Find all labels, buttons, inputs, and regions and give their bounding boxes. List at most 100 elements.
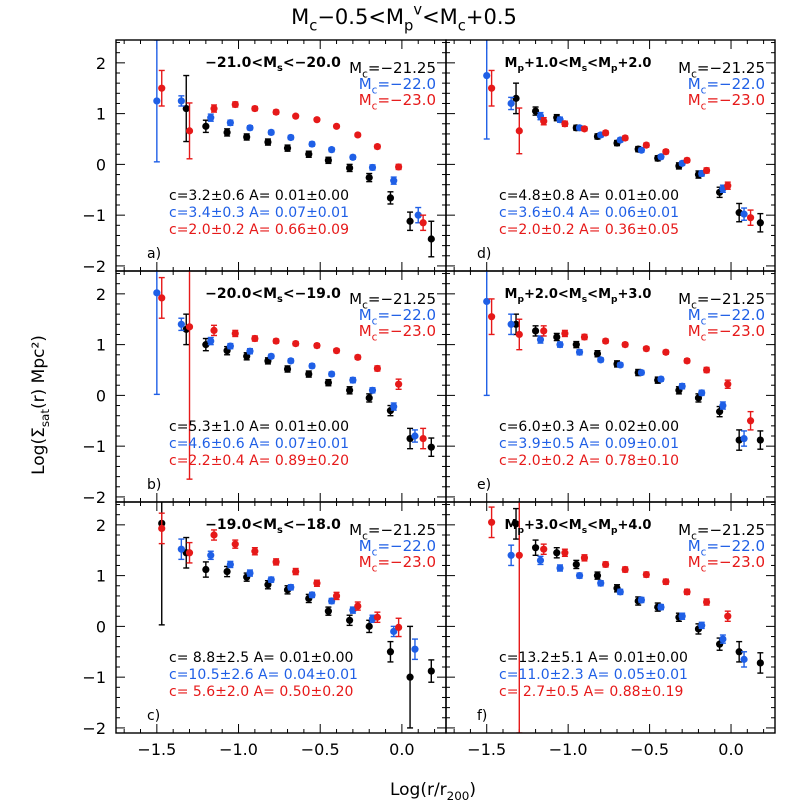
data-point <box>305 150 313 158</box>
fit-annotation: c=2.0±0.2 A= 0.66±0.09 <box>169 222 349 238</box>
fit-annotation: c=13.2±5.1 A= 0.01±0.00 <box>499 650 688 666</box>
data-point <box>746 417 755 425</box>
data-point <box>621 134 629 142</box>
fit-annotation: c=5.3±1.0 A= 0.01±0.00 <box>169 419 349 435</box>
legend-entry: Mc=−21.25 <box>678 521 765 543</box>
data-point <box>395 163 403 171</box>
legend-entry: Mc=−23.0 <box>688 322 765 344</box>
data-point <box>324 379 332 387</box>
data-point <box>313 116 321 124</box>
data-point <box>740 434 748 443</box>
panel-title: −20.0<Ms<−19.0 <box>205 286 341 305</box>
data-point <box>515 330 523 339</box>
data-point <box>572 560 580 569</box>
data-point <box>488 84 496 92</box>
data-point <box>328 370 336 378</box>
x-tick-label: −0.5 <box>630 740 669 759</box>
data-point <box>662 148 670 156</box>
data-point <box>540 117 548 125</box>
data-point <box>368 163 377 172</box>
fit-annotation: c=3.6±0.4 A= 0.06±0.01 <box>499 205 679 221</box>
data-point <box>287 357 295 365</box>
panel-letter: b) <box>147 477 161 493</box>
data-point <box>354 602 362 610</box>
y-tick-label: 1 <box>96 105 106 124</box>
data-point <box>575 348 584 356</box>
panel-letter: c) <box>147 708 160 724</box>
data-point <box>580 333 589 341</box>
data-point <box>346 616 354 624</box>
fit-annotation: c=3.4±0.3 A= 0.07±0.01 <box>169 205 349 221</box>
data-point <box>182 104 190 113</box>
data-point <box>406 673 414 681</box>
x-tick-label: 0.0 <box>718 740 743 759</box>
data-point <box>246 347 254 355</box>
data-point <box>267 128 275 136</box>
y-tick-label: −1 <box>82 206 106 225</box>
data-point <box>683 588 691 596</box>
panel-letter: e) <box>477 477 491 493</box>
data-point <box>185 127 194 135</box>
data-point <box>662 578 670 586</box>
data-point <box>267 352 275 360</box>
data-point <box>223 567 231 576</box>
data-point <box>593 350 602 358</box>
fit-annotation: c=3.9±0.5 A= 0.09±0.01 <box>499 436 679 452</box>
legend-entry: Mc=−21.25 <box>678 59 765 81</box>
data-point <box>185 549 194 557</box>
panel-title: Mp+3.0<Ms<Mp+4.0 <box>505 518 652 536</box>
data-point <box>308 591 316 599</box>
data-point <box>702 166 711 175</box>
data-point <box>657 153 665 161</box>
data-point <box>507 551 515 559</box>
data-point <box>153 289 161 297</box>
data-point <box>354 131 362 139</box>
data-point <box>272 558 280 566</box>
data-point <box>724 182 732 190</box>
x-tick-label: −1.5 <box>467 740 506 759</box>
x-tick-label: 0.0 <box>389 740 414 759</box>
data-point <box>556 116 564 124</box>
data-point <box>411 645 419 653</box>
data-point <box>231 540 239 548</box>
data-point <box>207 551 215 559</box>
data-point <box>324 607 332 615</box>
data-point <box>272 337 280 345</box>
data-point <box>597 356 605 364</box>
data-point <box>158 84 166 92</box>
data-point <box>561 329 569 338</box>
data-point <box>368 386 377 394</box>
data-point <box>488 313 496 321</box>
panel-title: Mp+2.0<Ms<Mp+3.0 <box>505 287 652 305</box>
data-point <box>292 340 300 348</box>
panel-title: Mp+1.0<Ms<Mp+2.0 <box>505 56 652 74</box>
panel-title: −19.0<Ms<−18.0 <box>205 517 341 536</box>
data-point <box>207 114 215 122</box>
data-point <box>264 138 272 146</box>
fit-annotation: c=10.5±2.6 A= 0.04±0.01 <box>169 667 358 683</box>
fit-annotation: c=4.8±0.8 A= 0.01±0.00 <box>499 188 679 204</box>
legend-entry: Mc=−21.25 <box>678 290 765 312</box>
data-point <box>716 408 724 416</box>
data-point <box>678 612 686 620</box>
data-point <box>531 544 540 552</box>
figure-titles: Mc−0.5<Mpv<Mc+0.5Log(r/r200)Log(Σsat(r) … <box>29 2 517 804</box>
data-point <box>724 380 732 388</box>
legend-entry: Mc=−22.0 <box>688 537 765 559</box>
y-tick-label: −1 <box>82 668 106 687</box>
x-axis-label: Log(r/r200) <box>390 780 476 803</box>
data-point <box>756 436 764 444</box>
data-point <box>746 214 755 222</box>
data-point <box>683 156 691 164</box>
data-point <box>243 133 251 141</box>
data-point <box>536 335 545 344</box>
data-point <box>292 567 300 576</box>
x-tick-label: −1.0 <box>219 740 258 759</box>
data-point <box>556 341 564 349</box>
data-point <box>740 655 748 663</box>
